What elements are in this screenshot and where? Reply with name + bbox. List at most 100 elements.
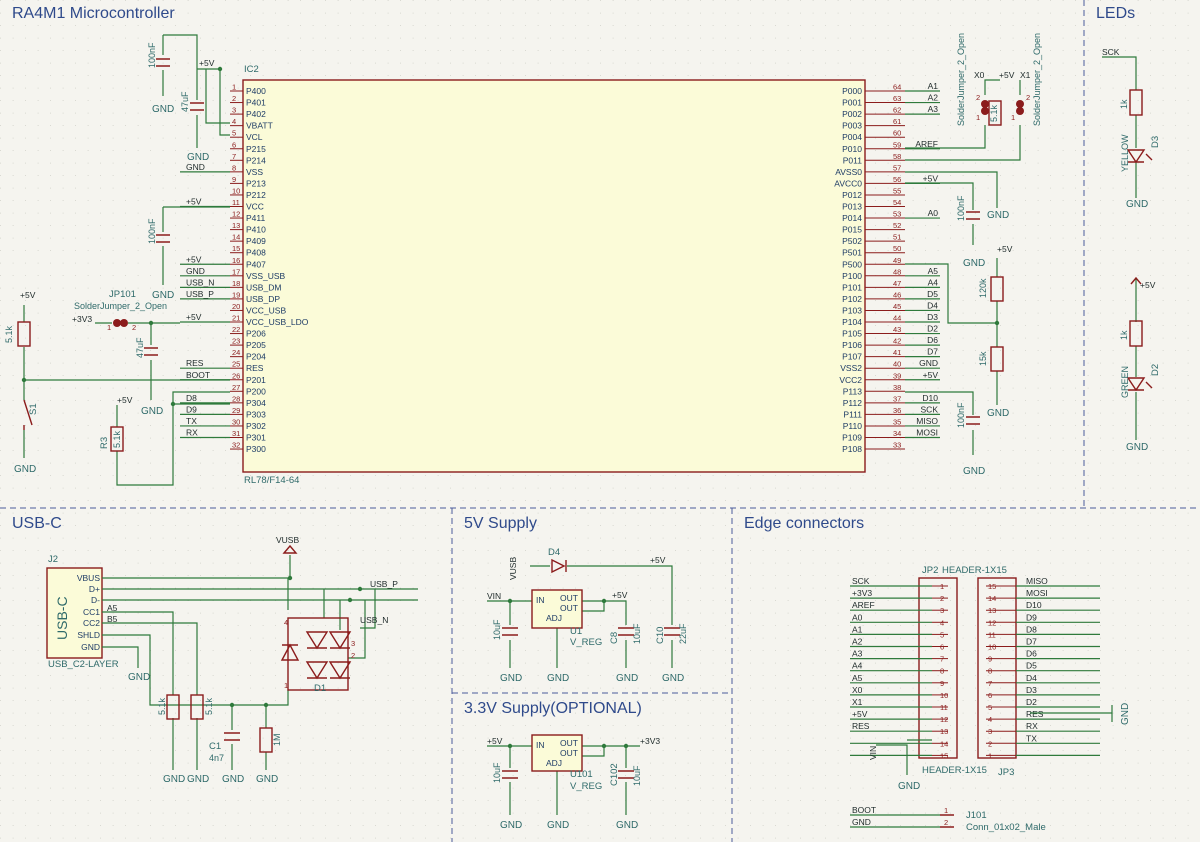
ic2-pin-num-4: 4	[232, 117, 236, 126]
jp2-net-label: X0	[852, 685, 863, 695]
jp2-pin-num: 10	[940, 691, 948, 700]
ic2-pin-name-p402: P402	[246, 109, 266, 119]
ic2-pin-name-vss: VSS	[246, 167, 263, 177]
r-5k1-reset-val: 5.1k	[4, 325, 14, 343]
jp3-pin-num: 3	[988, 727, 992, 736]
gnd-5v-c: GND	[616, 673, 638, 684]
r-1k-d3-val: 1k	[1119, 99, 1129, 109]
ic2-pin-name-p411: P411	[246, 213, 265, 223]
jp-x0-pin2: 2	[976, 93, 980, 102]
ic2-right-net-label: A5	[928, 266, 939, 276]
ic2-pin-num-57: 57	[893, 163, 901, 172]
p5v-xtal: +5V	[999, 70, 1015, 80]
ic2-pin-name-p003: P003	[842, 121, 862, 131]
ic2-pin-num-37: 37	[893, 394, 901, 403]
ic2-pin-name-avss0: AVSS0	[835, 167, 862, 177]
mcu-decoupling-vcc: 100nF GND	[147, 206, 230, 301]
j2-val: USB_C2-LAYER	[48, 659, 119, 670]
ic2-right-net-label: MISO	[916, 416, 938, 426]
jp2-pin-num: 9	[940, 679, 944, 688]
ic2-pin-name-p212: P212	[246, 190, 266, 200]
jp3-net-label: D5	[1026, 661, 1037, 671]
jp3-net-label: D8	[1026, 624, 1037, 634]
ic2-pin-name-p014: P014	[842, 213, 862, 223]
u1-val: V_REG	[570, 637, 602, 648]
r-5k1-xtal-val: 5.1k	[989, 104, 999, 122]
ic2-pin-name-p103: P103	[842, 305, 862, 315]
ic2-pin-name-p106: P106	[842, 340, 862, 350]
jp2-net-label: A4	[852, 661, 863, 671]
ic2-left-net-label: USB_P	[186, 289, 214, 299]
jp3-pin-num: 5	[988, 703, 992, 712]
ic2-left-net-label: BOOT	[186, 370, 210, 380]
ic2-pin-num-21: 21	[232, 314, 240, 323]
c-47uf-usb: 47uF	[135, 337, 145, 358]
gnd-edge-jp3: GND	[1120, 703, 1131, 725]
edge-connectors-section: JP2 HEADER-1X15 HEADER-1X15 JP3 SCK1+3V3…	[850, 565, 1131, 833]
usb-p-label: USB_P	[370, 579, 398, 589]
ic2-pin-num-46: 46	[893, 290, 901, 299]
jp2-pin-num: 2	[940, 594, 944, 603]
jp2-net-label: A1	[852, 624, 863, 634]
section-title-edge: Edge connectors	[744, 515, 864, 532]
jp3-net-label: D3	[1026, 685, 1037, 695]
p5v-top: +5V	[199, 58, 215, 68]
ic2-pin-num-38: 38	[893, 383, 901, 392]
gnd-3v3-b: GND	[547, 820, 569, 831]
c-47uf-top: 47uF	[180, 91, 190, 112]
j2-pin-gnd: GND	[81, 642, 100, 652]
r-5k1-cc1-val: 5.1k	[157, 697, 167, 715]
ic2-pin-num-7: 7	[232, 152, 236, 161]
jp2-net-label: X1	[852, 697, 863, 707]
ic2-pin-num-40: 40	[893, 360, 901, 369]
ic2-pin-name-p109: P109	[842, 433, 862, 443]
ic2-pin-name-p302: P302	[246, 421, 266, 431]
u1-out1: OUT	[560, 593, 578, 603]
r-15k-val: 15k	[978, 351, 988, 366]
ic2-left-net-label: USB_N	[186, 277, 214, 287]
ic2-left-net-label: RX	[186, 428, 198, 438]
mcu-decoupling-top: 100nF 47uF GND GND +5V	[147, 34, 230, 163]
ic2-pin-num-18: 18	[232, 279, 240, 288]
d1-pin3: 3	[351, 639, 355, 648]
ic2-pin-name-p001: P001	[842, 98, 862, 108]
jp3-net-label: D10	[1026, 600, 1042, 610]
jp3-pin-num: 8	[988, 667, 992, 676]
d1-ref: D1	[314, 683, 326, 694]
gnd-c-100nf-vcc: GND	[152, 290, 174, 301]
ic2-pin-name-p213: P213	[246, 178, 266, 188]
ic2-pin-num-11: 11	[232, 198, 240, 207]
ic2-pin-num-6: 6	[232, 140, 236, 149]
gnd-c-vcc2: GND	[963, 466, 985, 477]
gnd-d3: GND	[1126, 199, 1148, 210]
ic2-pin-name-p400: P400	[246, 86, 266, 96]
vin-5v: VIN	[487, 591, 501, 601]
ic2-pin-num-3: 3	[232, 106, 236, 115]
ic2-pin-name-p011: P011	[843, 155, 862, 165]
gnd-3v3-a: GND	[500, 820, 522, 831]
ic2-pin-name-p111: P111	[843, 409, 862, 419]
ic2-pin-num-27: 27	[232, 383, 240, 392]
d1-pin4: 4	[284, 618, 288, 627]
jp2-net-label: SCK	[852, 576, 870, 586]
x1-label: X1	[1020, 70, 1031, 80]
ic2-pin-name-vcc: VCC	[246, 202, 264, 212]
ic2-pin-num-32: 32	[232, 441, 240, 450]
jp3-pin-num: 2	[988, 739, 992, 748]
r3-val: 5.1k	[112, 430, 122, 448]
ic2-pin-num-64: 64	[893, 83, 901, 92]
jp2-pin-num: 6	[940, 643, 944, 652]
ic2-pin-num-42: 42	[893, 337, 901, 346]
gnd-d2: GND	[1126, 442, 1148, 453]
r-1m-shield	[259, 727, 273, 753]
ic2-pin-num-25: 25	[232, 360, 240, 369]
section-title-3v3: 3.3V Supply(OPTIONAL)	[464, 700, 642, 717]
ic2-pin-name-p004: P004	[842, 132, 862, 142]
ic2-pin-name-p501: P501	[842, 248, 862, 258]
jp2-pin-num: 15	[940, 751, 948, 760]
u101-val: V_REG	[570, 781, 602, 792]
s1-ref: S1	[28, 403, 39, 415]
jp2-pin-num: 8	[940, 667, 944, 676]
j2-pin-cc2: CC2	[83, 618, 100, 628]
gnd-r-cc1: GND	[163, 774, 185, 785]
